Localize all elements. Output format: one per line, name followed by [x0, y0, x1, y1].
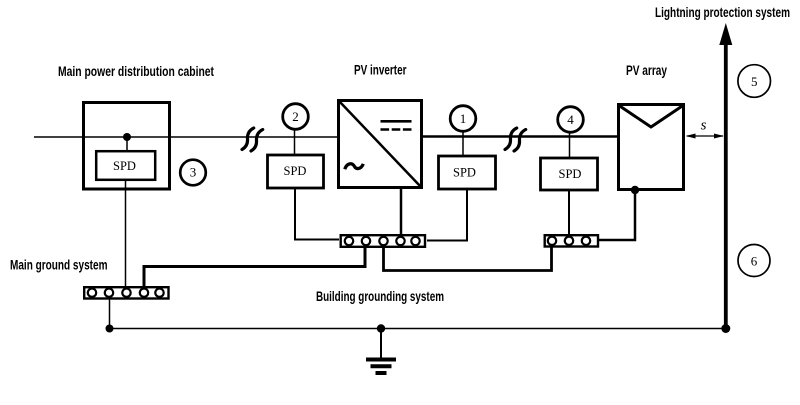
svg-text:3: 3 [190, 165, 197, 180]
svg-text:SPD: SPD [453, 166, 476, 180]
svg-text:4: 4 [567, 112, 574, 127]
svg-text:SPD: SPD [113, 159, 136, 173]
svg-text:PV array: PV array [626, 63, 667, 78]
svg-text:Main power distribution cabine: Main power distribution cabinet [58, 64, 214, 79]
svg-text:Building grounding system: Building grounding system [316, 289, 444, 304]
svg-text:Main ground system: Main ground system [10, 258, 108, 273]
svg-text:6: 6 [751, 254, 758, 269]
svg-text:2: 2 [292, 109, 299, 124]
svg-text:s: s [701, 118, 707, 134]
svg-text:1: 1 [460, 111, 467, 126]
svg-text:5: 5 [751, 74, 758, 89]
svg-text:Lightning protection system: Lightning protection system [655, 5, 790, 20]
svg-text:PV inverter: PV inverter [354, 63, 407, 78]
svg-text:SPD: SPD [559, 167, 582, 181]
svg-text:SPD: SPD [284, 164, 307, 178]
